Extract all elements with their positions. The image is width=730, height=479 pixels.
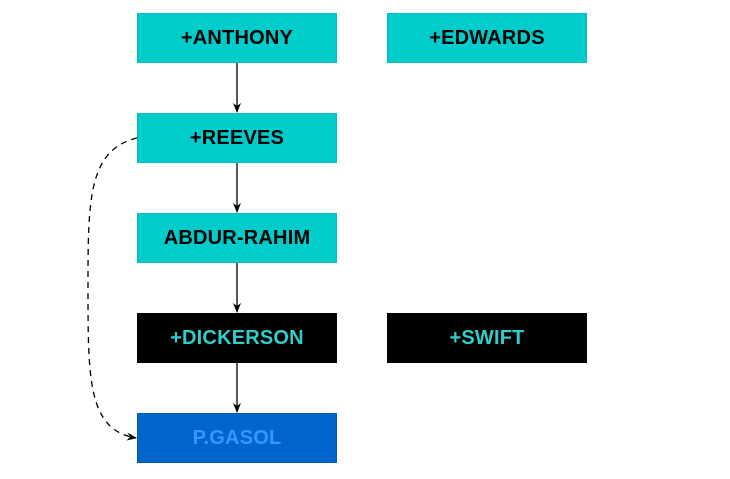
node-anthony-label: +ANTHONY bbox=[180, 26, 294, 49]
node-edwards-label: +EDWARDS bbox=[429, 26, 545, 49]
node-anthony[interactable]: +ANTHONY bbox=[137, 13, 337, 63]
node-dickerson[interactable]: +DICKERSON bbox=[137, 313, 337, 363]
node-dickerson-label: +DICKERSON bbox=[170, 326, 304, 349]
node-swift-label: +SWIFT bbox=[449, 326, 525, 349]
node-reeves[interactable]: +REEVES bbox=[137, 113, 337, 163]
node-abdur-rahim[interactable]: ABDUR-RAHIM bbox=[137, 213, 337, 263]
node-gasol-label: P.GASOL bbox=[192, 426, 282, 449]
node-abdur-rahim-label: ABDUR-RAHIM bbox=[163, 226, 311, 249]
node-reeves-label: +REEVES bbox=[189, 126, 285, 149]
node-gasol[interactable]: P.GASOL bbox=[137, 413, 337, 463]
edge-reeves-to-gasol-dashed bbox=[87, 137, 138, 441]
node-swift[interactable]: +SWIFT bbox=[387, 313, 587, 363]
node-edwards[interactable]: +EDWARDS bbox=[387, 13, 587, 63]
